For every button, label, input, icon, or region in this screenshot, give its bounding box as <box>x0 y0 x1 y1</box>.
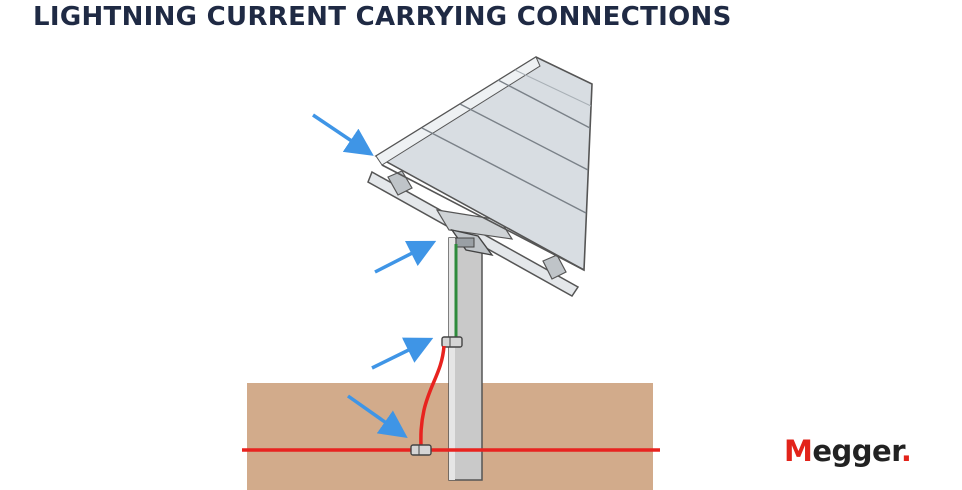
pole-clamp <box>441 336 463 348</box>
arrow-mount-bond-icon <box>374 240 437 274</box>
pole-top-bracket <box>450 228 494 257</box>
page-title: LIGHTNING CURRENT CARRYING CONNECTIONS <box>33 2 732 32</box>
logo-rest: egger <box>812 434 901 468</box>
mounting-pole <box>448 237 483 481</box>
down-conductor <box>419 345 446 449</box>
solar-panel <box>374 56 593 272</box>
arrow-earth-clamp-icon <box>346 394 408 439</box>
arrow-pole-clamp-icon <box>371 337 434 370</box>
logo-dot: . <box>900 434 912 468</box>
megger-logo: Megger. <box>784 434 912 468</box>
arrow-panel-icon <box>312 113 374 156</box>
logo-initial: M <box>784 434 813 468</box>
earth-clamp <box>410 444 432 456</box>
